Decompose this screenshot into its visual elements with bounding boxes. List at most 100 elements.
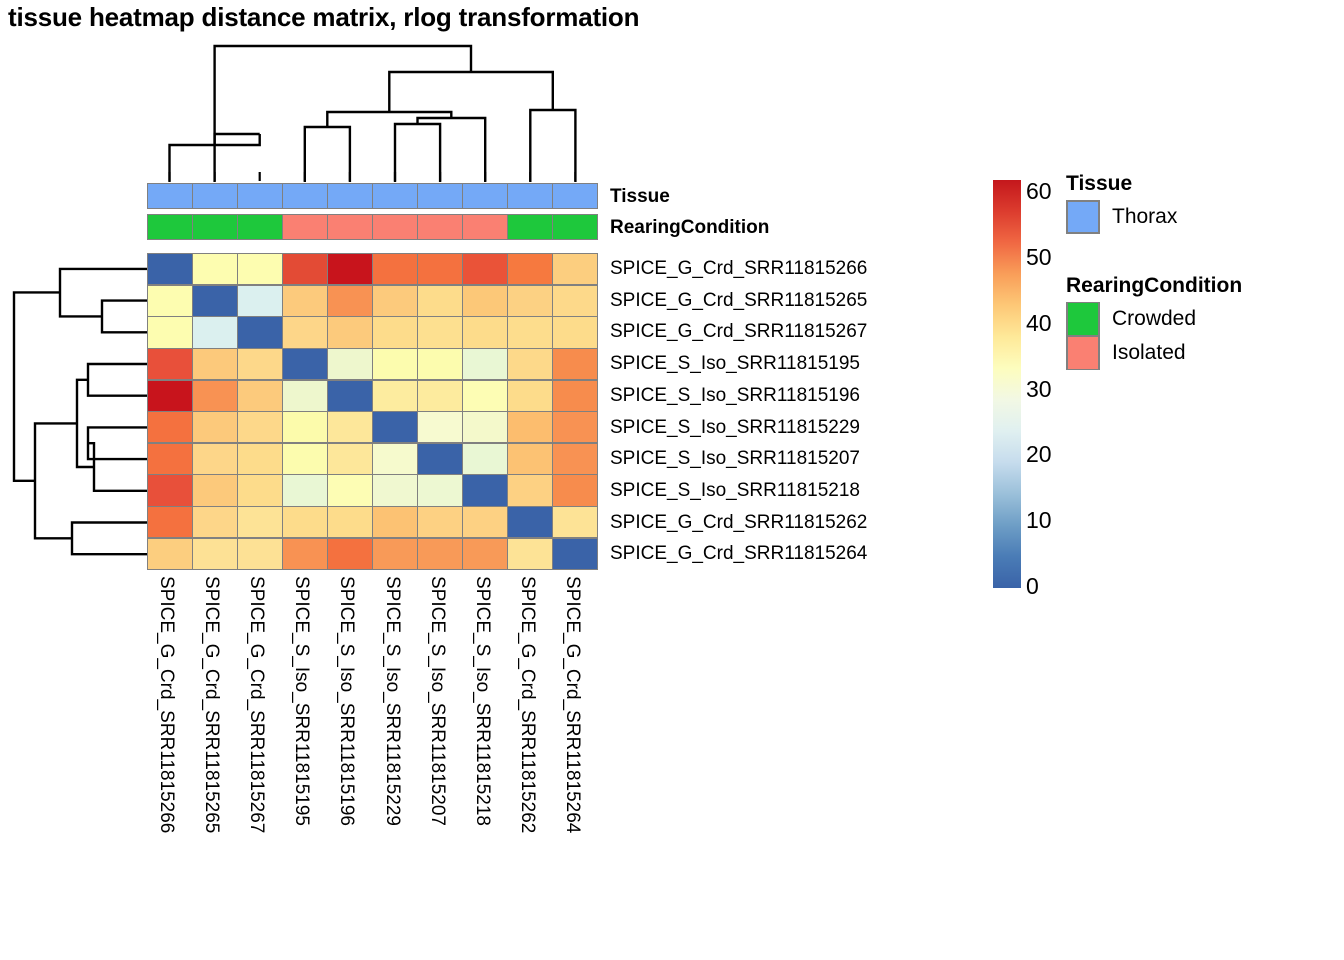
heatmap-cell[interactable] <box>553 412 597 443</box>
heatmap-cell[interactable] <box>238 254 282 285</box>
heatmap-cell[interactable] <box>508 475 552 506</box>
heatmap-cell[interactable] <box>283 380 327 411</box>
heatmap-cell[interactable] <box>193 285 237 316</box>
heatmap-cell[interactable] <box>238 475 282 506</box>
legend-item-crowded[interactable]: Crowded <box>1066 302 1242 336</box>
heatmap-cell[interactable] <box>328 475 372 506</box>
heatmap-cell[interactable] <box>418 285 462 316</box>
heatmap-cell[interactable] <box>148 443 192 475</box>
heatmap-cell[interactable] <box>328 412 372 443</box>
heatmap-cell[interactable] <box>373 317 417 348</box>
heatmap-cell[interactable] <box>193 507 237 538</box>
heatmap-cell[interactable] <box>193 443 237 475</box>
heatmap-cell[interactable] <box>508 538 552 569</box>
heatmap-cell[interactable] <box>463 254 507 285</box>
heatmap-cell[interactable] <box>148 507 192 538</box>
heatmap-cell[interactable] <box>283 254 327 285</box>
heatmap-cell[interactable] <box>238 412 282 443</box>
heatmap-cell[interactable] <box>373 348 417 380</box>
heatmap-cell[interactable] <box>328 538 372 569</box>
heatmap-cell[interactable] <box>553 285 597 316</box>
heatmap-cell[interactable] <box>418 538 462 569</box>
legend-item-thorax[interactable]: Thorax <box>1066 200 1177 234</box>
heatmap-cell[interactable] <box>283 443 327 475</box>
heatmap-cell[interactable] <box>193 412 237 443</box>
heatmap-cell[interactable] <box>238 507 282 538</box>
heatmap-cell[interactable] <box>193 380 237 411</box>
heatmap-cell[interactable] <box>148 380 192 411</box>
heatmap-cell[interactable] <box>463 475 507 506</box>
heatmap-cell[interactable] <box>508 254 552 285</box>
heatmap-cell[interactable] <box>373 443 417 475</box>
heatmap-cell[interactable] <box>238 285 282 316</box>
heatmap-cell[interactable] <box>148 254 192 285</box>
heatmap-cell[interactable] <box>283 507 327 538</box>
heatmap-cell[interactable] <box>148 538 192 569</box>
heatmap-cell[interactable] <box>418 254 462 285</box>
heatmap-cell[interactable] <box>418 507 462 538</box>
heatmap-cell[interactable] <box>283 538 327 569</box>
heatmap-cell[interactable] <box>553 507 597 538</box>
heatmap-cell[interactable] <box>328 254 372 285</box>
heatmap-cell[interactable] <box>418 475 462 506</box>
heatmap-cell[interactable] <box>238 380 282 411</box>
heatmap-cell[interactable] <box>193 317 237 348</box>
heatmap-cell[interactable] <box>328 317 372 348</box>
heatmap-cell[interactable] <box>508 380 552 411</box>
heatmap-cell[interactable] <box>373 475 417 506</box>
heatmap-cell[interactable] <box>553 380 597 411</box>
heatmap-cell[interactable] <box>148 317 192 348</box>
heatmap-cell[interactable] <box>283 348 327 380</box>
heatmap-cell[interactable] <box>238 317 282 348</box>
legend-item-isolated[interactable]: Isolated <box>1066 336 1242 370</box>
heatmap-cell[interactable] <box>373 412 417 443</box>
heatmap-cell[interactable] <box>373 380 417 411</box>
heatmap-cell[interactable] <box>508 285 552 316</box>
heatmap-cell[interactable] <box>553 317 597 348</box>
heatmap-cell[interactable] <box>328 348 372 380</box>
heatmap-matrix[interactable] <box>147 253 598 570</box>
heatmap-cell[interactable] <box>508 348 552 380</box>
heatmap-cell[interactable] <box>238 538 282 569</box>
heatmap-cell[interactable] <box>193 475 237 506</box>
heatmap-cell[interactable] <box>463 507 507 538</box>
heatmap-cell[interactable] <box>553 443 597 475</box>
heatmap-cell[interactable] <box>463 412 507 443</box>
heatmap-cell[interactable] <box>148 348 192 380</box>
heatmap-cell[interactable] <box>463 285 507 316</box>
heatmap-cell[interactable] <box>463 380 507 411</box>
heatmap-cell[interactable] <box>283 475 327 506</box>
heatmap-cell[interactable] <box>418 380 462 411</box>
heatmap-cell[interactable] <box>553 254 597 285</box>
heatmap-cell[interactable] <box>148 475 192 506</box>
heatmap-cell[interactable] <box>238 348 282 380</box>
heatmap-cell[interactable] <box>193 348 237 380</box>
heatmap-cell[interactable] <box>193 538 237 569</box>
heatmap-cell[interactable] <box>463 348 507 380</box>
heatmap-cell[interactable] <box>283 317 327 348</box>
heatmap-cell[interactable] <box>238 443 282 475</box>
heatmap-cell[interactable] <box>328 380 372 411</box>
heatmap-cell[interactable] <box>553 538 597 569</box>
heatmap-cell[interactable] <box>508 443 552 475</box>
heatmap-cell[interactable] <box>283 285 327 316</box>
heatmap-cell[interactable] <box>418 443 462 475</box>
heatmap-cell[interactable] <box>193 254 237 285</box>
heatmap-cell[interactable] <box>328 507 372 538</box>
heatmap-cell[interactable] <box>148 285 192 316</box>
heatmap-cell[interactable] <box>418 348 462 380</box>
heatmap-cell[interactable] <box>418 317 462 348</box>
heatmap-cell[interactable] <box>373 538 417 569</box>
heatmap-cell[interactable] <box>373 507 417 538</box>
heatmap-cell[interactable] <box>463 443 507 475</box>
heatmap-cell[interactable] <box>373 254 417 285</box>
heatmap-cell[interactable] <box>328 443 372 475</box>
heatmap-cell[interactable] <box>553 348 597 380</box>
heatmap-cell[interactable] <box>508 317 552 348</box>
heatmap-cell[interactable] <box>463 317 507 348</box>
heatmap-cell[interactable] <box>553 475 597 506</box>
heatmap-cell[interactable] <box>373 285 417 316</box>
heatmap-cell[interactable] <box>508 507 552 538</box>
heatmap-cell[interactable] <box>508 412 552 443</box>
heatmap-cell[interactable] <box>463 538 507 569</box>
